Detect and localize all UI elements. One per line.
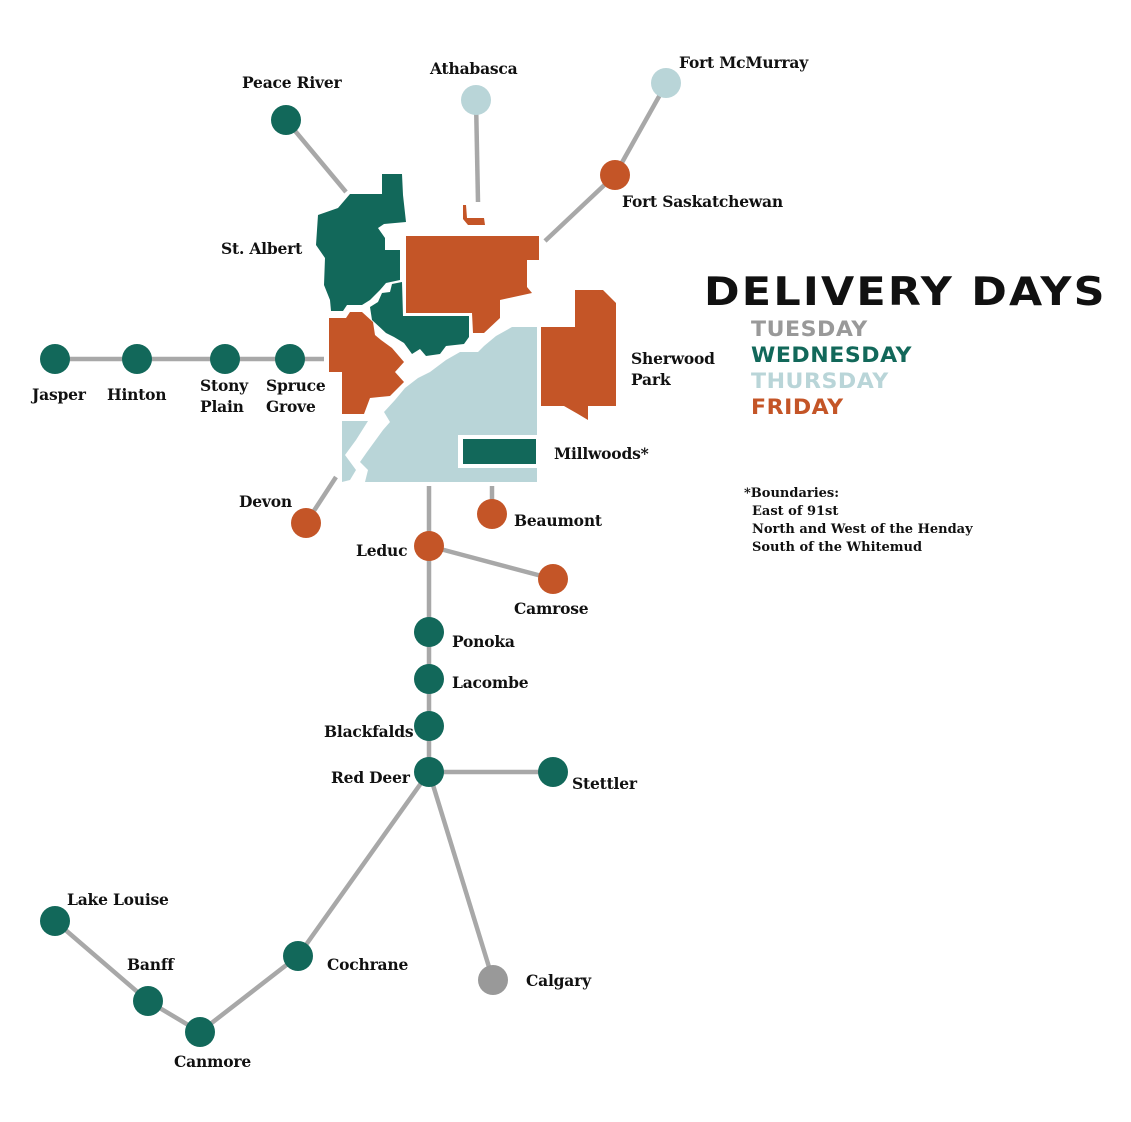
label-sherwood-park-line1: Sherwood <box>631 349 715 368</box>
label-blackfalds: Blackfalds <box>324 722 414 741</box>
label-banff: Banff <box>127 955 174 974</box>
label-spruce-grove-line2: Grove <box>266 397 316 416</box>
label-canmore: Canmore <box>174 1052 252 1071</box>
node-jasper[interactable] <box>40 344 70 374</box>
road-fort-mcmurray <box>613 82 668 177</box>
label-jasper: Jasper <box>32 385 86 404</box>
legend-title: DELIVERY DAYS <box>704 270 1107 315</box>
label-hinton: Hinton <box>107 385 167 404</box>
town-nodes <box>40 68 681 1047</box>
note-line: South of the Whitemud <box>752 540 923 555</box>
node-stettler[interactable] <box>538 757 568 787</box>
node-leduc[interactable] <box>414 531 444 561</box>
node-stony-plain[interactable] <box>210 344 240 374</box>
node-peace-river[interactable] <box>271 105 301 135</box>
zone-west <box>329 312 404 414</box>
road-fort-saskatchewan <box>543 173 617 243</box>
zone-north-piece <box>463 205 485 225</box>
label-ponoka: Ponoka <box>452 632 515 651</box>
label-beaumont: Beaumont <box>514 511 602 530</box>
node-banff[interactable] <box>133 986 163 1016</box>
label-cochrane: Cochrane <box>327 955 409 974</box>
boundaries-note: *Boundaries: East of 91st North and West… <box>744 485 973 557</box>
road-mountains <box>53 919 300 1035</box>
node-lacombe[interactable] <box>414 664 444 694</box>
label-peace-river: Peace River <box>242 73 342 92</box>
label-camrose: Camrose <box>514 599 589 618</box>
node-fort-saskatchewan[interactable] <box>600 160 630 190</box>
road-calgary <box>426 771 496 981</box>
zone-north-central <box>370 282 469 356</box>
node-devon[interactable] <box>291 508 321 538</box>
note-heading: *Boundaries: <box>744 486 840 501</box>
edmonton-zones <box>316 174 616 482</box>
label-stettler: Stettler <box>572 774 637 793</box>
label-calgary: Calgary <box>526 971 591 990</box>
label-spruce-grove: Spruce Grove <box>266 375 326 417</box>
node-fort-mcmurray[interactable] <box>651 68 681 98</box>
label-sherwood-park-line2: Park <box>631 370 671 389</box>
label-lacombe: Lacombe <box>452 673 529 692</box>
road-cochrane <box>296 770 431 958</box>
node-lake-louise[interactable] <box>40 906 70 936</box>
node-athabasca[interactable] <box>461 85 491 115</box>
node-cochrane[interactable] <box>283 941 313 971</box>
legend-wednesday: WEDNESDAY <box>751 343 913 367</box>
node-spruce-grove[interactable] <box>275 344 305 374</box>
label-lake-louise: Lake Louise <box>67 890 169 909</box>
label-red-deer: Red Deer <box>331 768 410 787</box>
node-camrose[interactable] <box>538 564 568 594</box>
label-fort-saskatchewan: Fort Saskatchewan <box>622 192 783 211</box>
legend-tuesday: TUESDAY <box>751 317 868 341</box>
label-st-albert: St. Albert <box>221 239 303 258</box>
zone-millwoods <box>463 439 536 464</box>
label-devon: Devon <box>239 492 292 511</box>
road-peace-river <box>284 118 348 194</box>
note-line: North and West of the Henday <box>752 522 973 537</box>
label-spruce-grove-line1: Spruce <box>266 376 326 395</box>
label-leduc: Leduc <box>356 541 408 560</box>
label-stony-plain-line2: Plain <box>200 397 244 416</box>
label-stony-plain-line1: Stony <box>200 376 248 395</box>
node-beaumont[interactable] <box>477 499 507 529</box>
note-line: East of 91st <box>752 504 839 519</box>
label-sherwood-park: Sherwood Park <box>631 348 715 390</box>
label-millwoods: Millwoods* <box>554 444 649 463</box>
zone-north-east <box>406 236 539 333</box>
road-camrose <box>428 543 554 582</box>
legend-friday: FRIDAY <box>751 395 844 419</box>
label-athabasca: Athabasca <box>430 59 518 78</box>
zone-south-west-sliver <box>342 421 368 482</box>
node-hinton[interactable] <box>122 344 152 374</box>
road-athabasca <box>473 99 481 203</box>
node-red-deer[interactable] <box>414 757 444 787</box>
node-canmore[interactable] <box>185 1017 215 1047</box>
node-blackfalds[interactable] <box>414 711 444 741</box>
label-fort-mcmurray: Fort McMurray <box>679 53 809 72</box>
node-ponoka[interactable] <box>414 617 444 647</box>
node-calgary[interactable] <box>478 965 508 995</box>
zone-sherwood-park <box>541 290 616 420</box>
legend-thursday: THURSDAY <box>751 369 889 393</box>
label-stony-plain: Stony Plain <box>200 375 248 417</box>
zone-st-albert <box>316 174 406 311</box>
